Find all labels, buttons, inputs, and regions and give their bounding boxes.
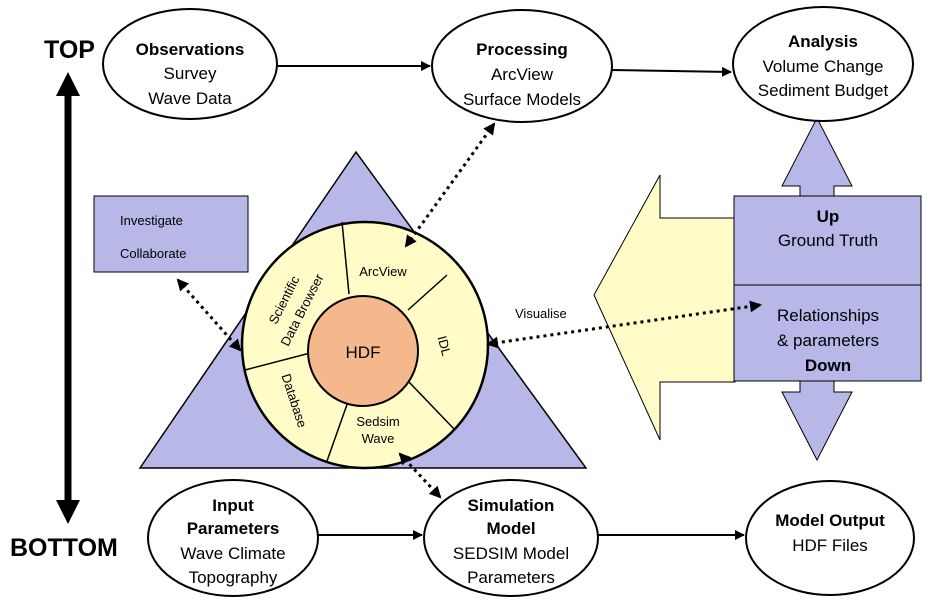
analysis-line1: Volume Change [763, 57, 884, 76]
simulation-title2: Model [486, 519, 535, 538]
simulation-model-node [423, 479, 599, 597]
observations-line1: Survey [164, 64, 217, 83]
model-output-title: Model Output [775, 511, 885, 530]
arrow-processing-to-analysis [611, 66, 732, 77]
processing-line2: Surface Models [463, 90, 581, 109]
input-parameters-node [147, 479, 319, 597]
analysis-title: Analysis [788, 32, 858, 51]
visualise-block-arrow [593, 174, 736, 441]
down-title: Down [805, 356, 851, 375]
sedsim-segment-label: Sedsim [356, 414, 399, 429]
dotted-arrow-investigate-hub [176, 278, 242, 352]
collaborate-label: Collaborate [120, 246, 187, 261]
axis-top-label: TOP [44, 36, 95, 64]
hdf-core [307, 295, 419, 407]
dotted-arrow-sedsim-simulation [398, 452, 442, 499]
processing-node [431, 9, 613, 123]
hub-dividers [244, 221, 456, 462]
processing-title: Processing [476, 40, 568, 59]
simulation-title1: Simulation [468, 496, 555, 515]
observations-title: Observations [136, 40, 245, 59]
analysis-line2: Sediment Budget [758, 81, 889, 100]
observations-node [102, 8, 278, 120]
dotted-arrow-processing-arcview [404, 122, 496, 248]
observations-line2: Wave Data [148, 89, 232, 108]
input-title2: Parameters [187, 519, 280, 538]
arcview-segment-label: ArcView [359, 264, 407, 279]
simulation-line2: Parameters [467, 568, 555, 587]
wave-segment-label: Wave [362, 431, 395, 446]
investigate-box [93, 195, 249, 273]
ground-truth-label: Ground Truth [778, 231, 878, 250]
input-line1: Wave Climate [180, 544, 285, 563]
vertical-axis [56, 72, 80, 524]
simulation-line1: SEDSIM Model [453, 544, 569, 563]
input-title1: Input [212, 496, 254, 515]
relationships-label: Relationships [777, 306, 879, 325]
up-down-box [733, 195, 922, 382]
idl-segment-label: IDL [434, 334, 454, 357]
input-line2: Topography [189, 568, 278, 587]
up-title: Up [817, 207, 840, 226]
axis-bottom-label: BOTTOM [10, 534, 118, 562]
visualise-label: Visualise [515, 306, 567, 321]
model-output-line1: HDF Files [792, 536, 868, 555]
investigate-label: Investigate [120, 213, 183, 228]
hdf-label: HDF [346, 343, 381, 362]
model-output-node [745, 480, 915, 596]
processing-line1: ArcView [491, 65, 554, 84]
analysis-node [732, 6, 914, 122]
parameters-label: & parameters [777, 331, 879, 350]
